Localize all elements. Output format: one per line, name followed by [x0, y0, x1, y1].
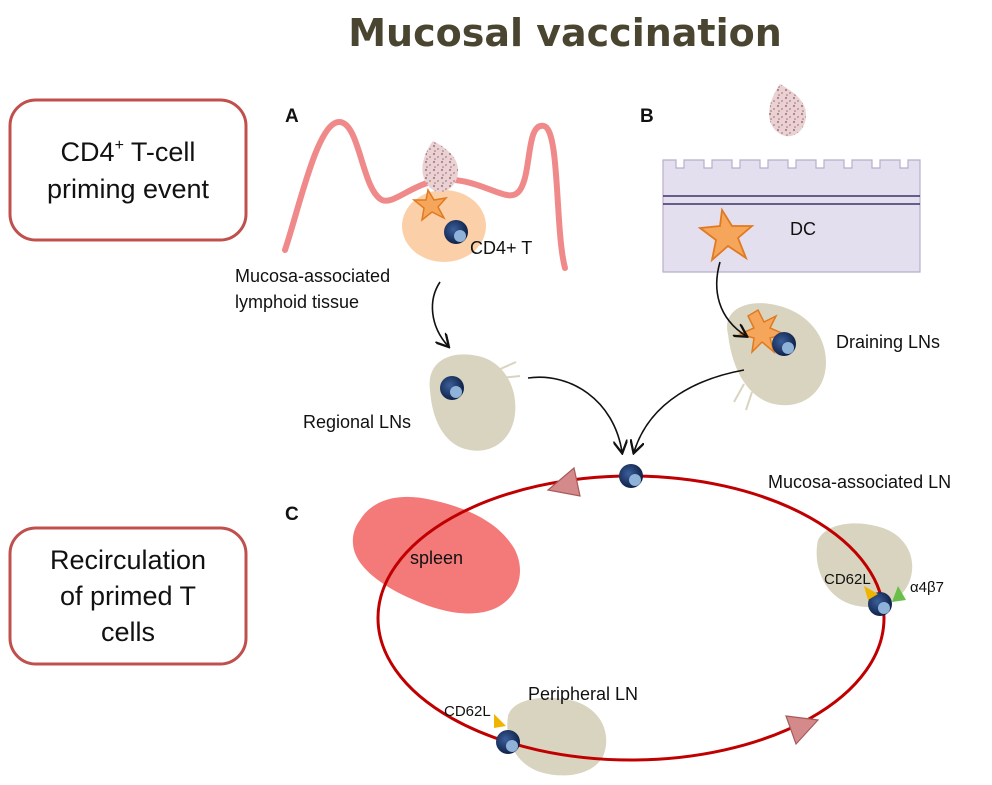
epithelium-layer	[662, 159, 921, 273]
panel-c-recirculation: spleen Mucosa-associated LN CD62L α4β7 C…	[352, 464, 951, 776]
malt-label-line1: Mucosa-associated	[235, 266, 390, 286]
cd62l-marker-right	[864, 586, 878, 600]
panel-c-label: C	[285, 504, 299, 525]
cd62l-right-label: CD62L	[824, 571, 871, 588]
priming-event-box: CD4+ T-cell priming event	[8, 98, 248, 242]
spleen	[352, 496, 520, 614]
panel-a-mucosa: CD4+ T Mucosa-associated lymphoid tissue	[235, 119, 568, 312]
draining-lns-label: Draining LNs	[836, 332, 940, 352]
dendritic-cell-b	[697, 207, 755, 263]
spleen-label: spleen	[410, 548, 463, 568]
recirculation-box-line1: Recirculation	[50, 545, 206, 575]
vaccine-droplet-a	[422, 141, 459, 192]
flow-arrowhead-bottom	[785, 715, 820, 746]
regional-lns-label: Regional LNs	[303, 412, 411, 432]
malt-label-line2: lymphoid tissue	[235, 292, 359, 312]
recirculation-box-line3: cells	[101, 617, 155, 647]
panel-a-label: A	[285, 106, 299, 127]
cd62l-marker-left	[494, 714, 506, 728]
mucosa-associated-ln-label: Mucosa-associated LN	[768, 472, 951, 492]
a4b7-marker	[892, 586, 906, 602]
arrow-regional-to-blood	[527, 376, 622, 452]
flow-arrowhead-top	[546, 466, 581, 497]
panel-b-epithelium: DC	[662, 84, 921, 273]
arrow-malt-to-regional	[431, 281, 448, 346]
regional-ln: Regional LNs	[303, 354, 521, 451]
draining-ln: Draining LNs	[727, 303, 940, 411]
recirculation-box: Recirculation of primed T cells	[8, 526, 248, 666]
peripheral-ln	[507, 697, 607, 776]
arrow-dc-to-draining	[715, 261, 746, 336]
cd4-t-label: CD4+ T	[470, 238, 532, 258]
migration-arrows	[431, 261, 746, 452]
dendritic-cell-draining	[737, 308, 787, 355]
dendritic-cell-a	[411, 187, 448, 222]
priming-box-line1: CD4+ T-cell	[61, 137, 196, 167]
diagram-title: Mucosal vaccination	[348, 11, 782, 55]
arrow-draining-to-blood	[634, 369, 745, 452]
dc-label: DC	[790, 219, 816, 239]
vaccine-droplet-b	[769, 84, 806, 137]
cd62l-left-label: CD62L	[444, 703, 491, 720]
panel-b-label: B	[640, 106, 654, 127]
recirculation-box-line2: of primed T	[60, 581, 196, 611]
a4b7-label: α4β7	[910, 579, 944, 596]
peripheral-ln-label: Peripheral LN	[528, 684, 638, 704]
priming-box-line2: priming event	[47, 174, 210, 204]
